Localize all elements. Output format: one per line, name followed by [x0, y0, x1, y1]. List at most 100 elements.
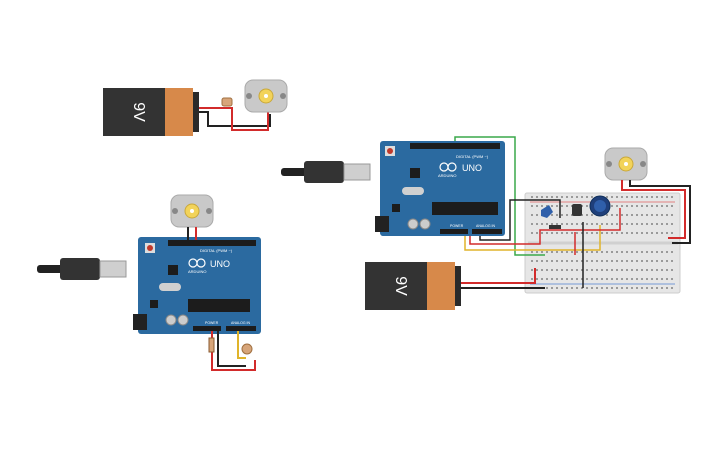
battery-label-right: 9V	[392, 276, 409, 296]
breadboard-hole	[671, 269, 673, 271]
breadboard-hole	[611, 269, 613, 271]
green-wire[interactable]	[454, 136, 545, 256]
breadboard-hole	[661, 196, 663, 198]
breadboard-hole	[671, 287, 673, 289]
breadboard-hole	[591, 223, 593, 225]
breadboard-hole	[671, 223, 673, 225]
breadboard-hole	[546, 278, 548, 280]
breadboard-hole	[546, 232, 548, 234]
breadboard-hole	[656, 278, 658, 280]
board-brand-label: ARDUINO	[188, 269, 206, 274]
breadboard-hole	[606, 260, 608, 262]
breadboard-hole	[601, 260, 603, 262]
power-header-label-right: POWER	[450, 224, 464, 228]
battery-9v-right[interactable]: 9V	[365, 262, 461, 310]
breadboard-hole	[671, 205, 673, 207]
digital-header[interactable]	[168, 240, 256, 246]
breadboard-hole	[666, 269, 668, 271]
breadboard-hole	[566, 205, 568, 207]
breadboard-hole	[671, 278, 673, 280]
breadboard-hole	[661, 287, 663, 289]
dc-motor-right[interactable]	[604, 147, 648, 181]
breadboard-hole	[621, 251, 623, 253]
black-wire-right[interactable]	[479, 199, 561, 241]
breadboard-hole	[651, 232, 653, 234]
breadboard-hole	[571, 251, 573, 253]
breadboard-hole	[536, 214, 538, 216]
breadboard-hole	[581, 287, 583, 289]
digital-header-right[interactable]	[410, 143, 500, 149]
breadboard-hole	[626, 223, 628, 225]
red-wire-right[interactable]	[469, 208, 621, 245]
breadboard-hole	[631, 196, 633, 198]
breadboard-hole	[626, 251, 628, 253]
breadboard-hole	[586, 260, 588, 262]
breadboard-hole	[626, 214, 628, 216]
potentiometer[interactable]	[589, 195, 611, 217]
diode-blue[interactable]	[541, 205, 553, 218]
breadboard-hole	[641, 287, 643, 289]
breadboard-hole	[551, 251, 553, 253]
usb-cable-right[interactable]	[281, 161, 371, 183]
breadboard-hole	[641, 278, 643, 280]
black-wire[interactable]	[199, 111, 271, 127]
arduino-uno-right[interactable]: DIGITAL (PWM ~) UNO ARDUINO POWER ANALOG…	[375, 141, 505, 236]
breadboard-hole	[606, 223, 608, 225]
breadboard-hole	[601, 269, 603, 271]
breadboard-hole	[601, 287, 603, 289]
breadboard-hole	[531, 260, 533, 262]
photoresistor-left[interactable]	[241, 343, 253, 355]
breadboard-hole	[651, 269, 653, 271]
breadboard-hole	[626, 269, 628, 271]
resistor-left[interactable]	[208, 337, 215, 353]
breadboard-hole	[551, 214, 553, 216]
dc-motor-top[interactable]	[244, 79, 288, 113]
breadboard-hole	[671, 260, 673, 262]
dc-motor-left[interactable]	[170, 194, 214, 228]
analog-header[interactable]	[226, 326, 256, 331]
reset-button-right[interactable]	[387, 148, 393, 154]
breadboard-hole	[586, 196, 588, 198]
breadboard-hole	[561, 214, 563, 216]
power-header-right[interactable]	[440, 229, 468, 234]
battery-wire-red[interactable]	[461, 268, 536, 284]
breadboard-hole	[651, 260, 653, 262]
breadboard-hole	[561, 287, 563, 289]
motor-wire-red-right[interactable]	[621, 180, 686, 239]
breadboard-hole	[591, 196, 593, 198]
breadboard-hole	[666, 196, 668, 198]
analog-header-right[interactable]	[472, 229, 502, 234]
breadboard-hole	[576, 269, 578, 271]
breadboard-hole	[556, 223, 558, 225]
breadboard-hole	[611, 223, 613, 225]
motor-wire-black-right[interactable]	[629, 180, 691, 244]
breadboard-hole	[536, 196, 538, 198]
breadboard-hole	[606, 269, 608, 271]
arduino-uno-left[interactable]: DIGITAL (PWM ~) UNO ARDUINO POWER ANALOG…	[133, 237, 261, 334]
photoresistor-top[interactable]	[221, 97, 233, 107]
breadboard-hole	[566, 260, 568, 262]
yellow-wire[interactable]	[464, 225, 601, 251]
breadboard-hole	[666, 287, 668, 289]
board-model-label-right: UNO	[462, 163, 482, 173]
red-wire[interactable]	[199, 107, 269, 131]
breadboard-hole	[611, 287, 613, 289]
power-header[interactable]	[193, 326, 221, 331]
breadboard-hole	[586, 278, 588, 280]
diode[interactable]	[549, 225, 561, 229]
usb-cable-left[interactable]	[37, 258, 127, 280]
breadboard-hole	[621, 223, 623, 225]
battery-9v-top[interactable]: 9V	[103, 88, 199, 136]
breadboard[interactable]	[524, 192, 681, 294]
black-wire-bottom[interactable]	[217, 331, 246, 367]
breadboard-hole	[591, 214, 593, 216]
yellow-wire-bottom[interactable]	[237, 331, 246, 359]
transistor[interactable]	[572, 204, 582, 216]
breadboard-hole	[656, 269, 658, 271]
breadboard-hole	[531, 223, 533, 225]
breadboard-hole	[591, 232, 593, 234]
breadboard-hole	[561, 232, 563, 234]
reset-button[interactable]	[147, 245, 153, 251]
breadboard-hole	[666, 223, 668, 225]
